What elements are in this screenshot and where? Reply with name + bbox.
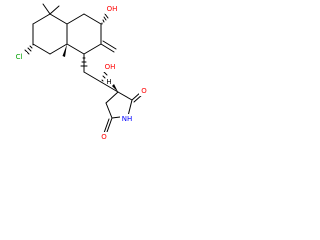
stereo-h-label: H <box>106 78 111 86</box>
atom-labels: Cl OH OH O O NH H <box>12 4 149 142</box>
chemical-structure: Cl OH OH O O NH H <box>12 3 149 142</box>
nitrogen-label: NH <box>122 115 133 123</box>
hydroxyl-chain-label: OH <box>105 63 116 71</box>
hydroxyl-hash-bond <box>101 13 109 25</box>
oxygen-top-label: O <box>141 87 147 95</box>
exo-methylene <box>100 40 117 53</box>
chain-hydroxyl-hash-bond <box>101 71 108 82</box>
hydroxyl-ring-label: OH <box>107 5 118 13</box>
chlorine-label: Cl <box>16 53 23 61</box>
c9-hash-bond <box>80 57 88 67</box>
angular-methyl-wedge <box>62 44 67 57</box>
gem-dimethyl <box>42 3 60 15</box>
left-ring <box>32 13 68 55</box>
oxygen-bottom-label: O <box>101 133 107 141</box>
stereo-h-wedge <box>112 84 118 92</box>
side-chain <box>83 53 119 93</box>
right-ring <box>66 13 102 55</box>
